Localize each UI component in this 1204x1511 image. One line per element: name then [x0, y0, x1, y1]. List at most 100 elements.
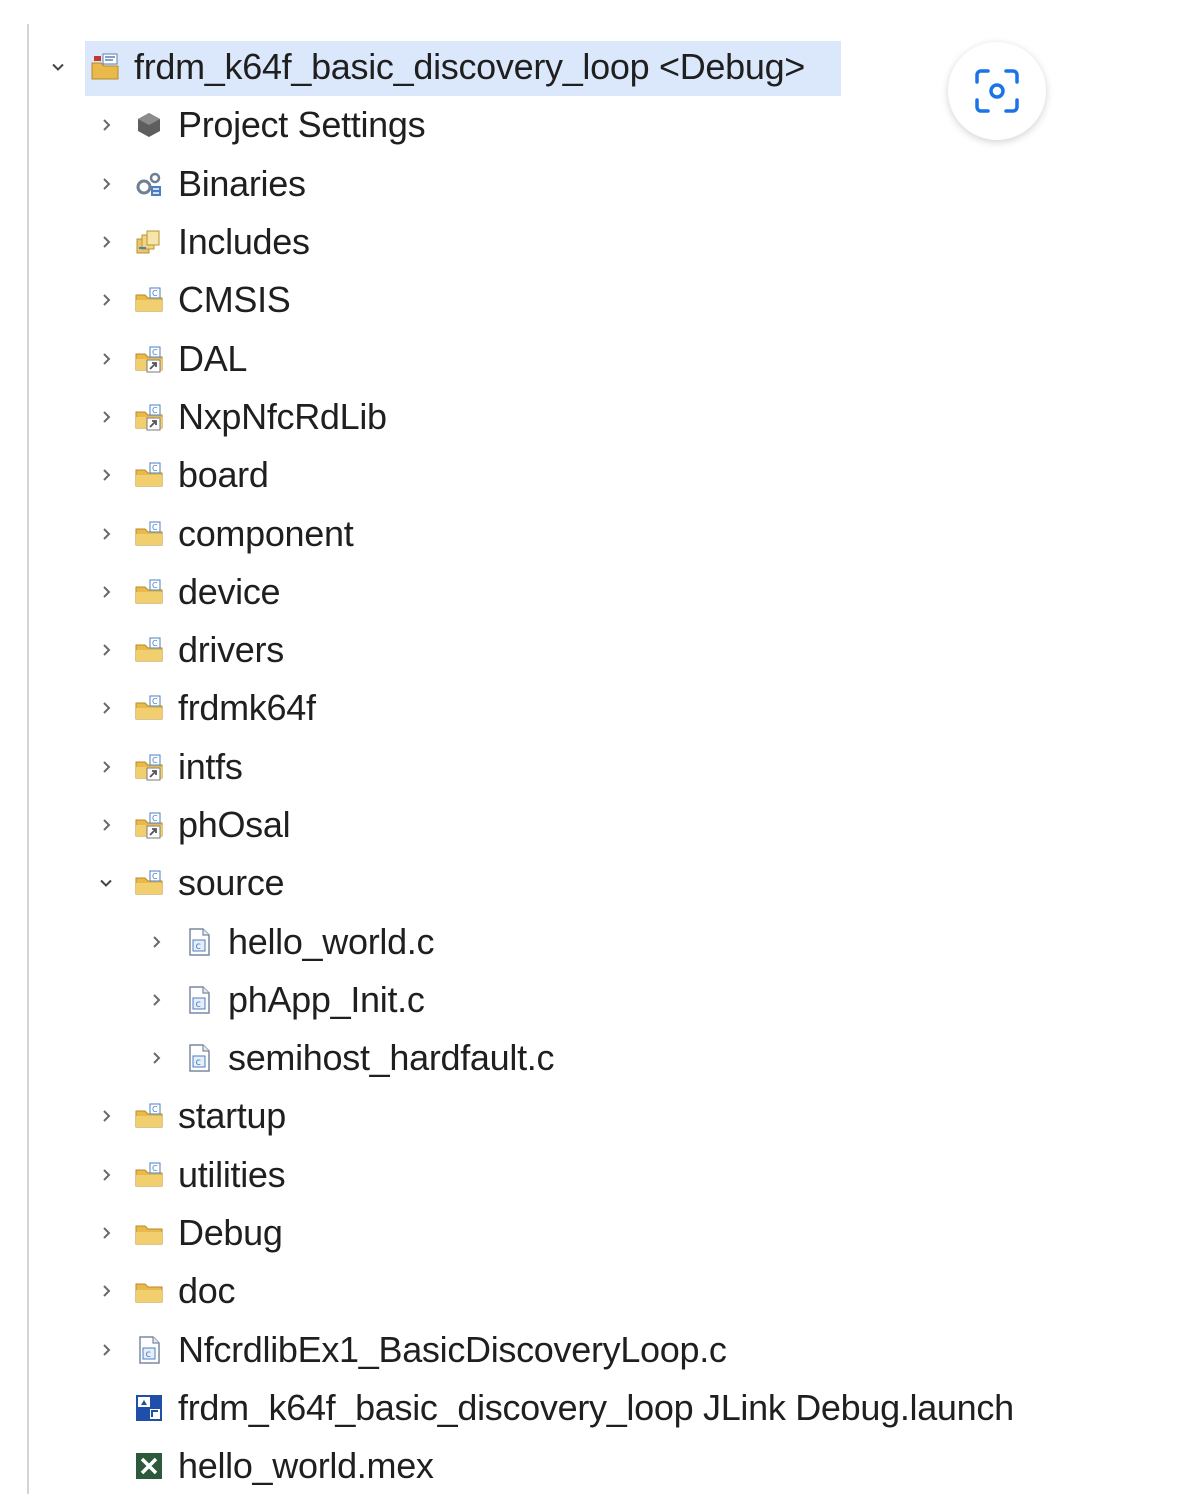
source-folder-icon: C [132, 866, 166, 900]
chevron-right-icon[interactable] [96, 174, 116, 194]
svg-text:C: C [152, 523, 158, 532]
tree-item-label: doc [178, 1270, 236, 1312]
tree-item-label: device [178, 570, 281, 612]
chevron-right-icon[interactable] [96, 1281, 116, 1301]
svg-text:c: c [196, 941, 202, 952]
chevron-right-icon[interactable] [96, 115, 116, 135]
chevron-right-icon[interactable] [96, 1106, 116, 1126]
chevron-right-icon[interactable] [96, 524, 116, 544]
tree-item-label: component [178, 512, 354, 554]
tree-item[interactable]: c hello_world.c [0, 912, 1204, 970]
linked-source-folder-icon: C [132, 750, 166, 784]
tree-item[interactable]: c NfcrdlibEx1_BasicDiscoveryLoop.c [0, 1321, 1204, 1379]
tree-item-label: utilities [178, 1153, 286, 1195]
source-folder-icon: C [132, 1099, 166, 1133]
linked-source-folder-icon: C [132, 808, 166, 842]
tree-item[interactable]: Project Settings [0, 96, 1204, 154]
source-folder-icon: C [132, 691, 166, 725]
panel-left-border [27, 24, 29, 1494]
linked-source-folder-icon: C [132, 400, 166, 434]
svg-text:c: c [196, 1057, 202, 1068]
chevron-right-icon[interactable] [96, 232, 116, 252]
project-icon [88, 50, 122, 84]
chevron-right-icon[interactable] [146, 932, 166, 952]
svg-text:C: C [152, 697, 158, 706]
tree-item[interactable]: C NxpNfcRdLib [0, 388, 1204, 446]
chevron-down-icon[interactable] [96, 873, 116, 893]
chevron-right-icon[interactable] [96, 815, 116, 835]
c-file-icon: c [182, 925, 216, 959]
svg-text:c: c [196, 999, 202, 1010]
tree-root[interactable]: frdm_k64f_basic_discovery_loop <Debug> [0, 38, 1204, 96]
selection-highlight [85, 41, 841, 96]
project-explorer-tree: frdm_k64f_basic_discovery_loop <Debug> P… [0, 38, 1204, 1495]
c-file-icon: c [182, 983, 216, 1017]
folder-icon [132, 1216, 166, 1250]
tree-item-label: frdmk64f [178, 687, 316, 729]
tree-item[interactable]: doc [0, 1262, 1204, 1320]
chevron-right-icon[interactable] [96, 640, 116, 660]
svg-text:C: C [152, 406, 158, 415]
source-folder-icon: C [132, 633, 166, 667]
chevron-right-icon[interactable] [146, 1048, 166, 1068]
tree-item-label: frdm_k64f_basic_discovery_loop JLink Deb… [178, 1386, 1014, 1428]
source-folder-icon: C [132, 283, 166, 317]
chevron-right-icon[interactable] [96, 582, 116, 602]
chevron-right-icon[interactable] [96, 407, 116, 427]
chevron-right-icon[interactable] [96, 1165, 116, 1185]
svg-text:C: C [152, 639, 158, 648]
svg-text:C: C [152, 1164, 158, 1173]
settings-icon [132, 108, 166, 142]
chevron-right-icon[interactable] [96, 465, 116, 485]
tree-item[interactable]: Binaries [0, 155, 1204, 213]
chevron-right-icon[interactable] [96, 1223, 116, 1243]
tree-item-label: CMSIS [178, 279, 291, 321]
chevron-down-icon[interactable] [48, 57, 68, 77]
svg-text:C: C [152, 289, 158, 298]
tree-item[interactable]: c semihost_hardfault.c [0, 1029, 1204, 1087]
tree-item-label: Project Settings [178, 104, 426, 146]
tree-item[interactable]: Debug [0, 1204, 1204, 1262]
tree-item-label: drivers [178, 629, 284, 671]
tree-item[interactable]: C CMSIS [0, 271, 1204, 329]
svg-text:C: C [152, 581, 158, 590]
svg-text:C: C [152, 814, 158, 823]
svg-text:C: C [152, 464, 158, 473]
c-file-icon: c [132, 1333, 166, 1367]
c-file-icon: c [182, 1041, 216, 1075]
tree-item-label: semihost_hardfault.c [228, 1037, 555, 1079]
chevron-spacer [96, 1456, 116, 1476]
chevron-right-icon[interactable] [146, 990, 166, 1010]
launch-config-icon [132, 1391, 166, 1425]
tree-item[interactable]: hello_world.mex [0, 1437, 1204, 1495]
chevron-right-icon[interactable] [96, 349, 116, 369]
lens-scan-button[interactable] [948, 42, 1046, 140]
tree-item-label: intfs [178, 745, 243, 787]
tree-item-label: hello_world.mex [178, 1445, 434, 1487]
chevron-right-icon[interactable] [96, 757, 116, 777]
chevron-right-icon[interactable] [96, 290, 116, 310]
tree-item-label: hello_world.c [228, 920, 435, 962]
tree-item-label: NfcrdlibEx1_BasicDiscoveryLoop.c [178, 1328, 727, 1370]
tree-item[interactable]: Includes [0, 213, 1204, 271]
chevron-right-icon[interactable] [96, 698, 116, 718]
tree-item-label: Includes [178, 221, 310, 263]
binaries-icon [132, 167, 166, 201]
lens-scan-icon [975, 69, 1019, 113]
tree-item[interactable]: frdm_k64f_basic_discovery_loop JLink Deb… [0, 1379, 1204, 1437]
tree-item-label: DAL [178, 337, 248, 379]
chevron-right-icon[interactable] [96, 1340, 116, 1360]
tree-item-label: NxpNfcRdLib [178, 395, 387, 437]
